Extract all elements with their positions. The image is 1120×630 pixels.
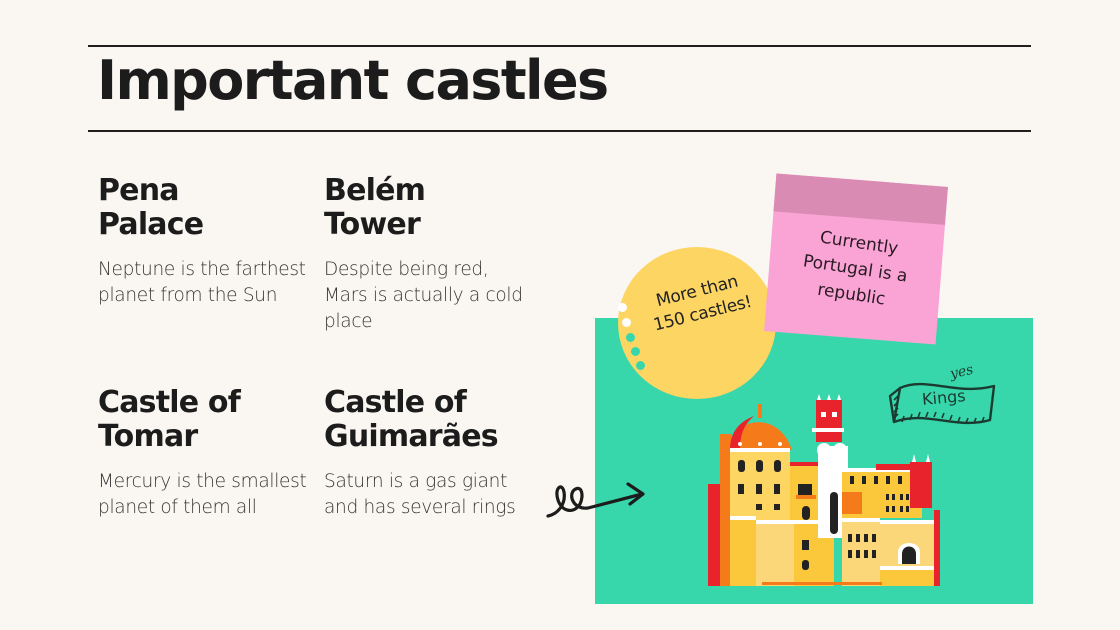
sticky-note: Currently Portugal is a republic	[764, 173, 948, 345]
card-body: Saturn is a gas giant and has several ri…	[324, 471, 516, 518]
squiggle-arrow-icon	[546, 482, 645, 518]
card-body: Mercury is the smallest planet of them a…	[98, 471, 307, 518]
page-title: Important castles	[97, 49, 609, 112]
title-bottom-rule	[88, 130, 1031, 132]
title-top-rule	[88, 45, 1031, 47]
sticky-note-text: Currently Portugal is a republic	[801, 227, 909, 310]
card-body: Neptune is the farthest planet from the …	[98, 259, 306, 306]
callout-bubble	[618, 247, 776, 399]
ribbon-banner-icon	[888, 382, 996, 425]
sticky-note-band	[773, 173, 948, 225]
castle-illustration	[708, 394, 940, 586]
card-body: Despite being red, Mars is actually a co…	[324, 259, 523, 332]
